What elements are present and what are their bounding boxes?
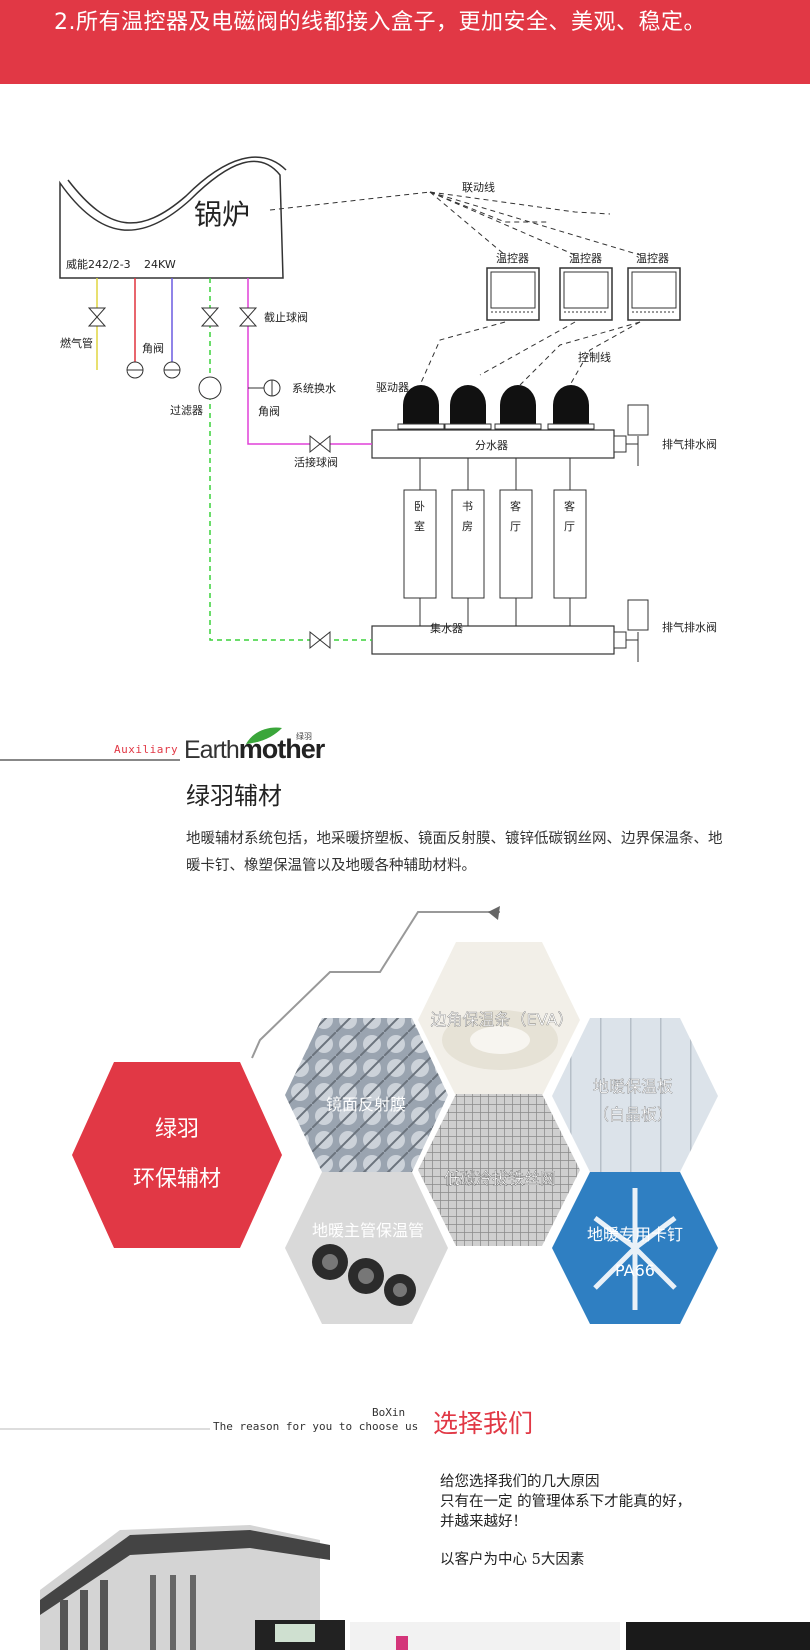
room-label: 厅 [564,520,575,533]
reason-line: 只有在一定 的管理体系下才能真的好， [440,1494,692,1510]
hex-board: 地暖保温板 （白晶板） [552,1018,718,1172]
reason-line: 给您选择我们的几大原因 [440,1474,600,1490]
building-photo [40,1525,345,1650]
photo-2-accent [396,1636,408,1650]
decor-arrow [488,906,500,920]
actuator-label: 驱动器 [376,381,409,394]
collector: 集水器 [371,599,649,662]
boiler: 锅炉 威能242/2-3 24KW [59,156,287,279]
boiler-model: 威能242/2-3 [66,257,131,271]
hex-mirror-label: 镜面反射膜 [326,1095,406,1114]
earthmother-logo: Earthmother 绿羽 [184,727,325,765]
control-line-label: 控制线 [578,350,611,364]
hex-mesh-label: 低碳冷拔铁丝网 [444,1169,556,1188]
thermostat-3: 温控器 [627,251,681,321]
angle-valve-2-label: 角阀 [258,404,280,418]
hex-mirror: 镜面反射膜 [285,1018,448,1172]
bottom-photos [40,1525,810,1650]
hex-board-label-1: 地暖保温板 [593,1077,673,1096]
hex-eva-label: 边角保温条（EVA） [431,1010,574,1029]
supply-pipe-line [247,278,372,445]
photo-2 [350,1622,620,1650]
hex-board-label-2: （白晶板） [593,1105,673,1124]
room-label: 房 [462,520,473,533]
banner-text: 2.所有温控器及电磁阀的线都接入盒子，更加安全、美观、稳定。 [54,10,706,35]
actuators [397,385,595,430]
boiler-power: 24KW [144,258,176,271]
reason-title: 选择我们 [433,1409,534,1438]
decor-line [251,911,500,1059]
distributor: 分水器 [371,404,649,466]
return-pipe-line [209,278,372,641]
heating-system-diagram: 锅炉 威能242/2-3 24KW 联动线 温控器 温控器 温控器 控制 [59,156,717,662]
vent-valve-bottom-label: 排气排水阀 [662,620,717,634]
brand-label: BoXin [372,1406,406,1419]
logo-cn-text: 绿羽 [296,732,312,741]
hex-pipe-label: 地暖主管保温管 [312,1221,424,1240]
room-label: 书 [462,500,473,513]
gas-pipe-label: 燃气管 [60,336,93,350]
hex-eva: 边角保温条（EVA） [418,942,580,1096]
center-line-2: 环保辅材 [133,1167,221,1192]
vent-valve-top-label: 排气排水阀 [662,437,717,451]
valves [87,307,331,650]
section-divider [0,759,180,761]
angle-valve-1-label: 角阀 [142,341,164,355]
center-line-1: 绿羽 [155,1117,199,1142]
hex-clip-label-1: 地暖专用卡钉 [587,1225,683,1244]
room-label: 厅 [510,520,521,533]
thermostat-label: 温控器 [496,251,529,265]
logo-earth-text: Earth [184,736,240,764]
link-line-label: 联动线 [462,180,495,194]
reason-line: 并越来越好！ [440,1514,527,1530]
photo-3 [626,1622,810,1650]
reason-subtitle: The reason for you to choose us [213,1420,419,1433]
leaf-icon [246,727,282,744]
room-labels: 卧 室 书 房 客 厅 客 厅 [414,499,575,533]
stop-valve-label: 截止球阀 [264,310,308,324]
room-label: 客 [564,499,575,513]
thermostat-label: 温控器 [569,251,602,265]
collector-label: 集水器 [430,621,463,635]
top-banner: 2.所有温控器及电磁阀的线都接入盒子，更加安全、美观、稳定。 [0,0,810,84]
room-label: 客 [510,499,521,513]
section-description: 地暖辅材系统包括，地采暖挤塑板、镜面反射膜、镀锌低碳钢丝网、边界保温条、地暖卡钉… [186,831,723,874]
room-label: 室 [414,519,425,533]
thermostat-label: 温控器 [636,251,669,265]
hex-clip: 地暖专用卡钉 PA66 [552,1172,718,1324]
reason-text: 给您选择我们的几大原因 只有在一定 的管理体系下才能真的好， 并越来越好！ 以客… [440,1472,691,1570]
thermostat-1: 温控器 [486,251,540,321]
hex-mesh: 低碳冷拔铁丝网 [418,1094,580,1246]
thermostat-2: 温控器 [559,251,613,321]
hex-pipe: 地暖主管保温管 [285,1172,448,1324]
auxiliary-label: Auxiliary [114,743,179,756]
union-valve-label: 活接球阀 [294,455,338,469]
reason-line: 以客户为中心 5大因素 [440,1552,585,1568]
room-label: 卧 [414,500,425,513]
boiler-label: 锅炉 [194,198,250,231]
control-lines [419,321,641,386]
center-hexagon: 绿羽 环保辅材 [72,1062,282,1248]
section-title: 绿羽辅材 [186,782,282,810]
room-loops [403,458,587,626]
filter-label: 过滤器 [170,404,203,417]
hex-clip-label-2: PA66 [615,1261,655,1280]
link-lines [269,191,641,256]
reason-divider [0,1428,210,1430]
distributor-label: 分水器 [475,439,508,452]
system-water-label: 系统换水 [292,381,336,395]
product-hexagons: 绿羽 环保辅材 边角保温条（EVA） 镜面反射膜 地暖保温板 （白晶板） 低碳冷… [72,906,718,1324]
